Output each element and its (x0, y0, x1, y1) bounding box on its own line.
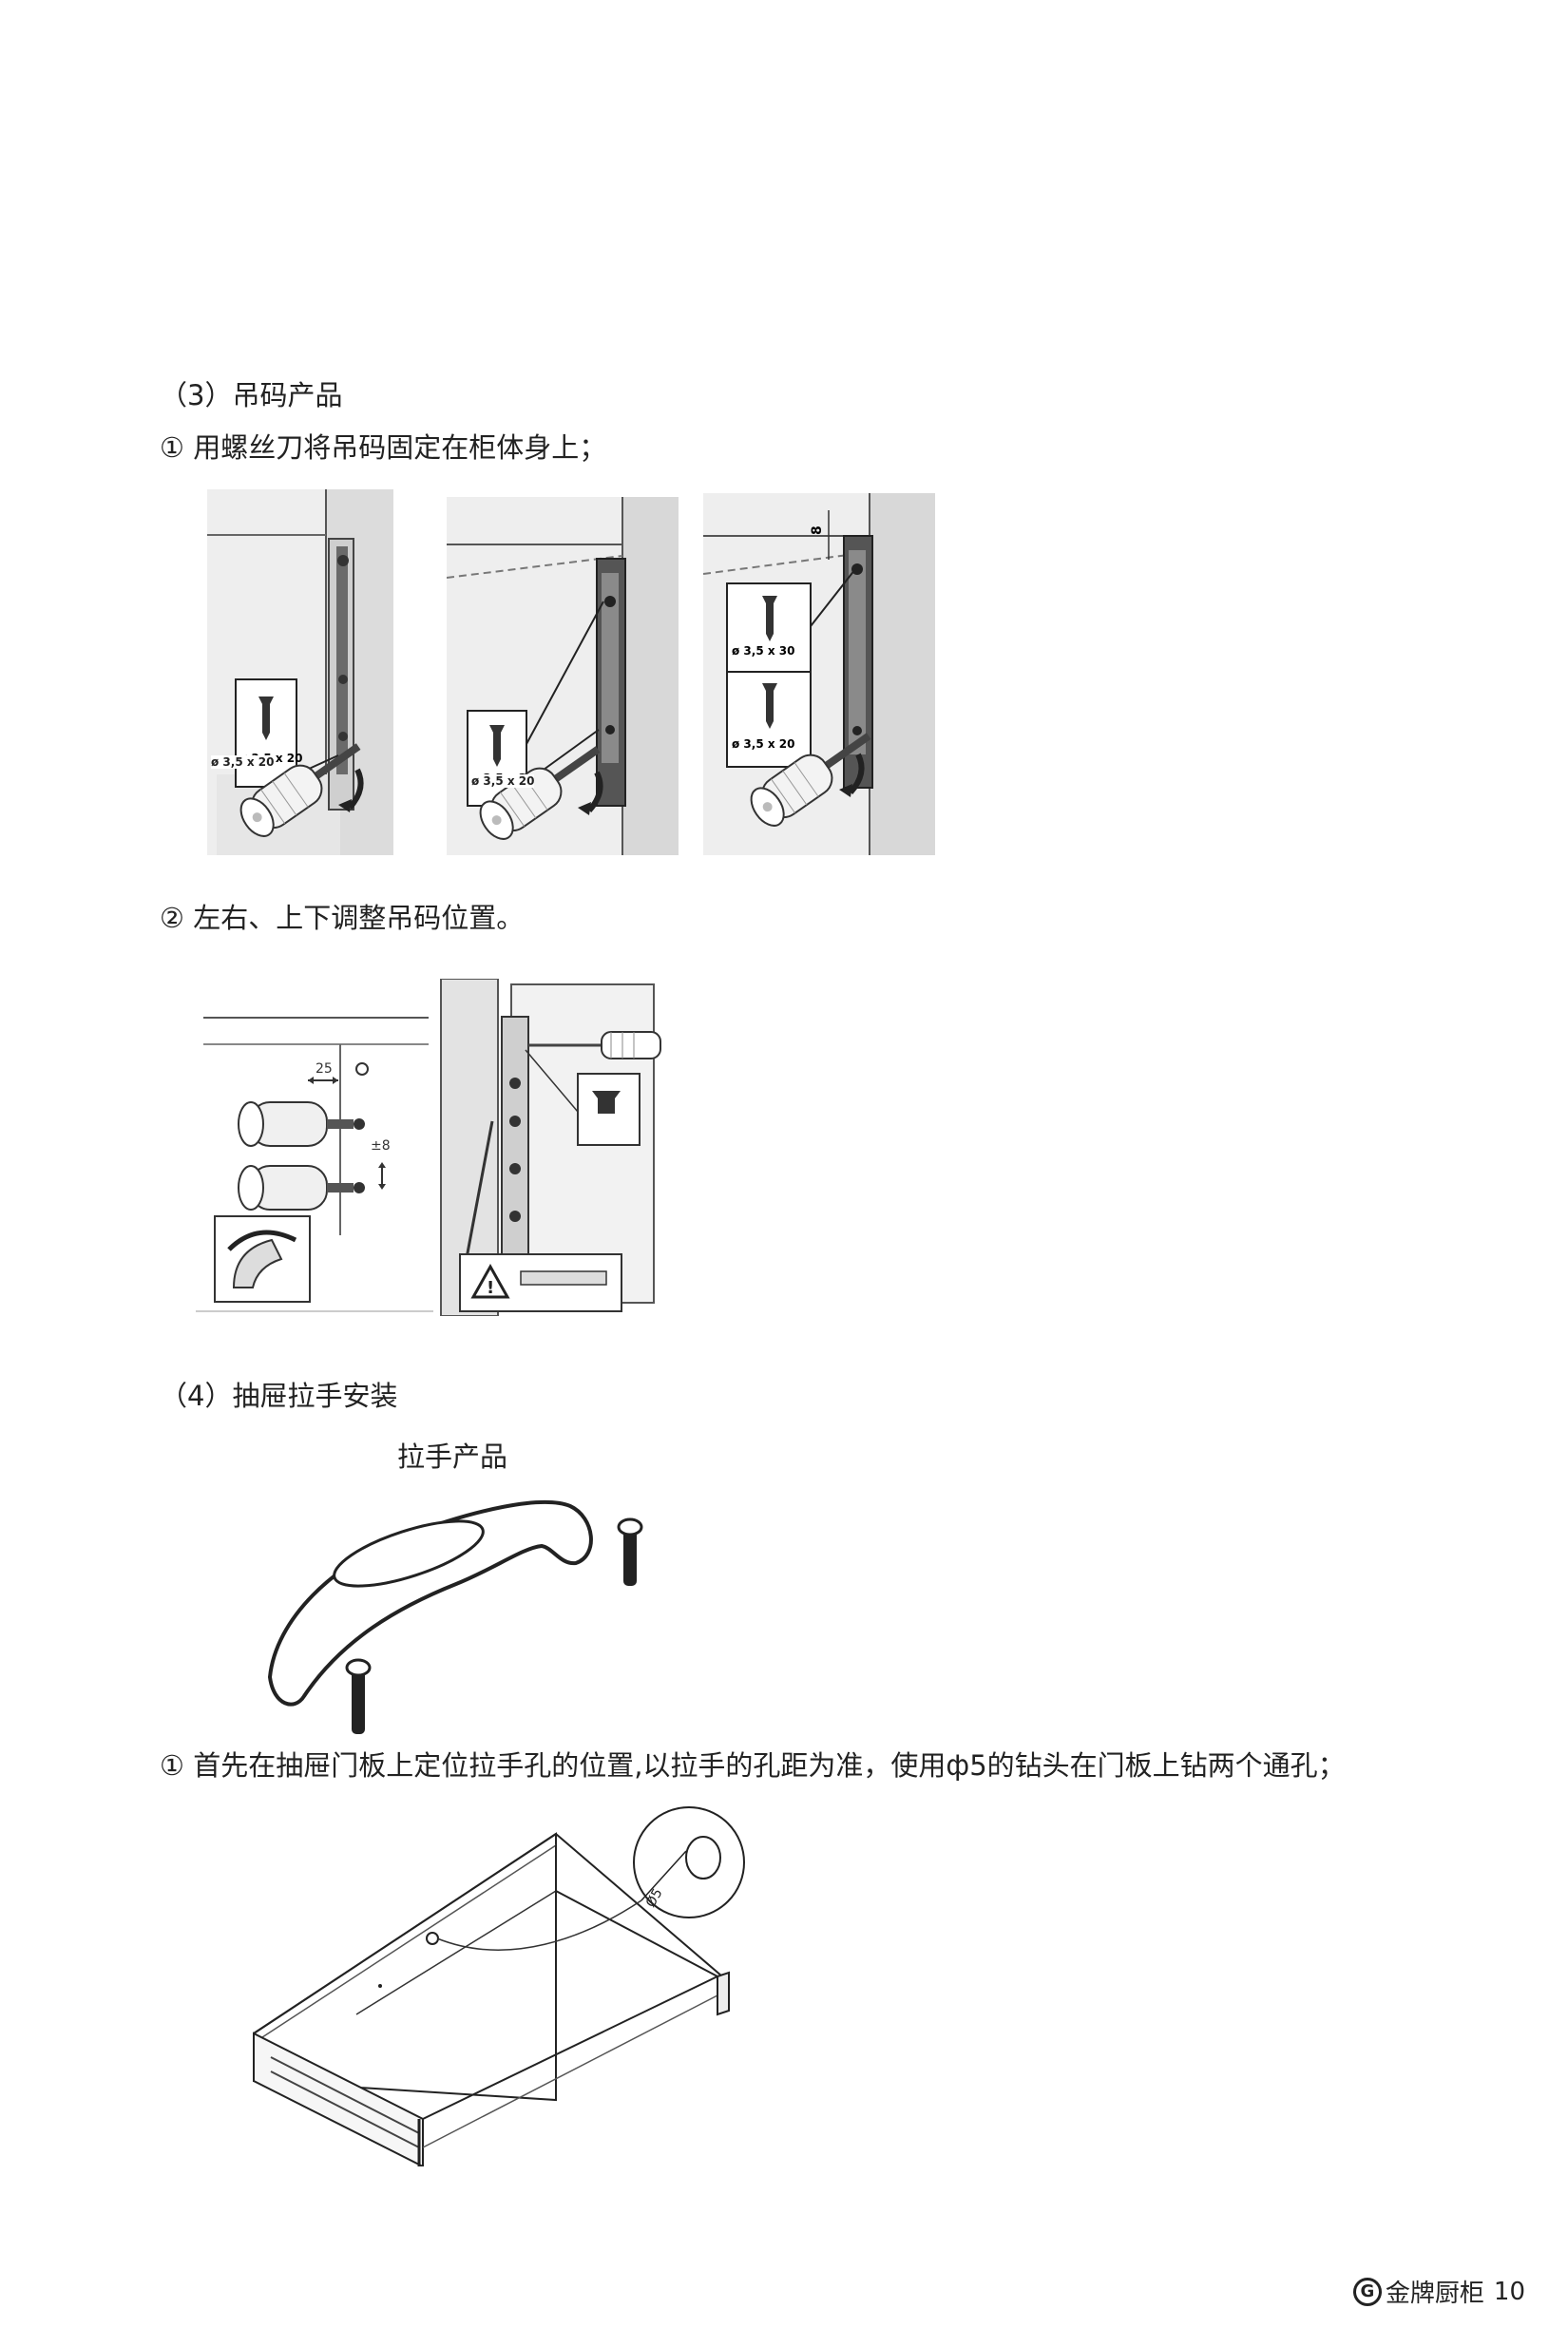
figure-hanger-install-1: ø 3,5 x 20 (207, 489, 393, 855)
figure-hanger-install-2: ø 3,5 x 20 (447, 497, 679, 855)
figure-hanger-install-3: 8 ø 3,5 x 30 ø 3,5 x 20 (703, 493, 935, 855)
adjust-vertical-label: ±8 (371, 1138, 391, 1154)
page-footer: G 金牌厨柜 10 (1352, 2274, 1525, 2309)
section-3-title: （3）吊码产品 (160, 379, 343, 411)
handle-product-label: 拉手产品 (397, 1441, 508, 1473)
svg-text:!: ! (487, 1278, 494, 1298)
adjust-horizontal-label: 25 (316, 1061, 333, 1077)
section-4-step-1: ① 首先在抽屉门板上定位拉手孔的位置,以拉手的孔距为准，使用ф5的钻头在门板上钻… (160, 1749, 1346, 1782)
screw-size-top: ø 3,5 x 30 (732, 644, 794, 658)
brand-name: 金牌厨柜 (1385, 2280, 1484, 2308)
screw-size-fig1b: ø 3,5 x 20 (471, 774, 535, 788)
page-number: 10 (1493, 2277, 1525, 2306)
dimension-label: 8 (810, 525, 825, 535)
section-3-step-1: ① 用螺丝刀将吊码固定在柜体身上； (160, 431, 607, 464)
section-4-title: （4）抽屉拉手安装 (160, 1380, 398, 1412)
screw-size-fig1a: ø 3,5 x 20 (211, 755, 275, 769)
section-3-step-2: ② 左右、上下调整吊码位置。 (160, 902, 525, 934)
figure-drawer-drilling: Ø5 (242, 1796, 794, 2166)
figure-hanger-adjust-1: 25 ±8 (196, 1012, 433, 1316)
brand-logo-icon: G (1352, 2277, 1382, 2306)
figure-hanger-adjust-2: ! (435, 979, 692, 1316)
screw-size-bottom: ø 3,5 x 20 (732, 737, 794, 751)
figure-handle-product (257, 1478, 675, 1744)
